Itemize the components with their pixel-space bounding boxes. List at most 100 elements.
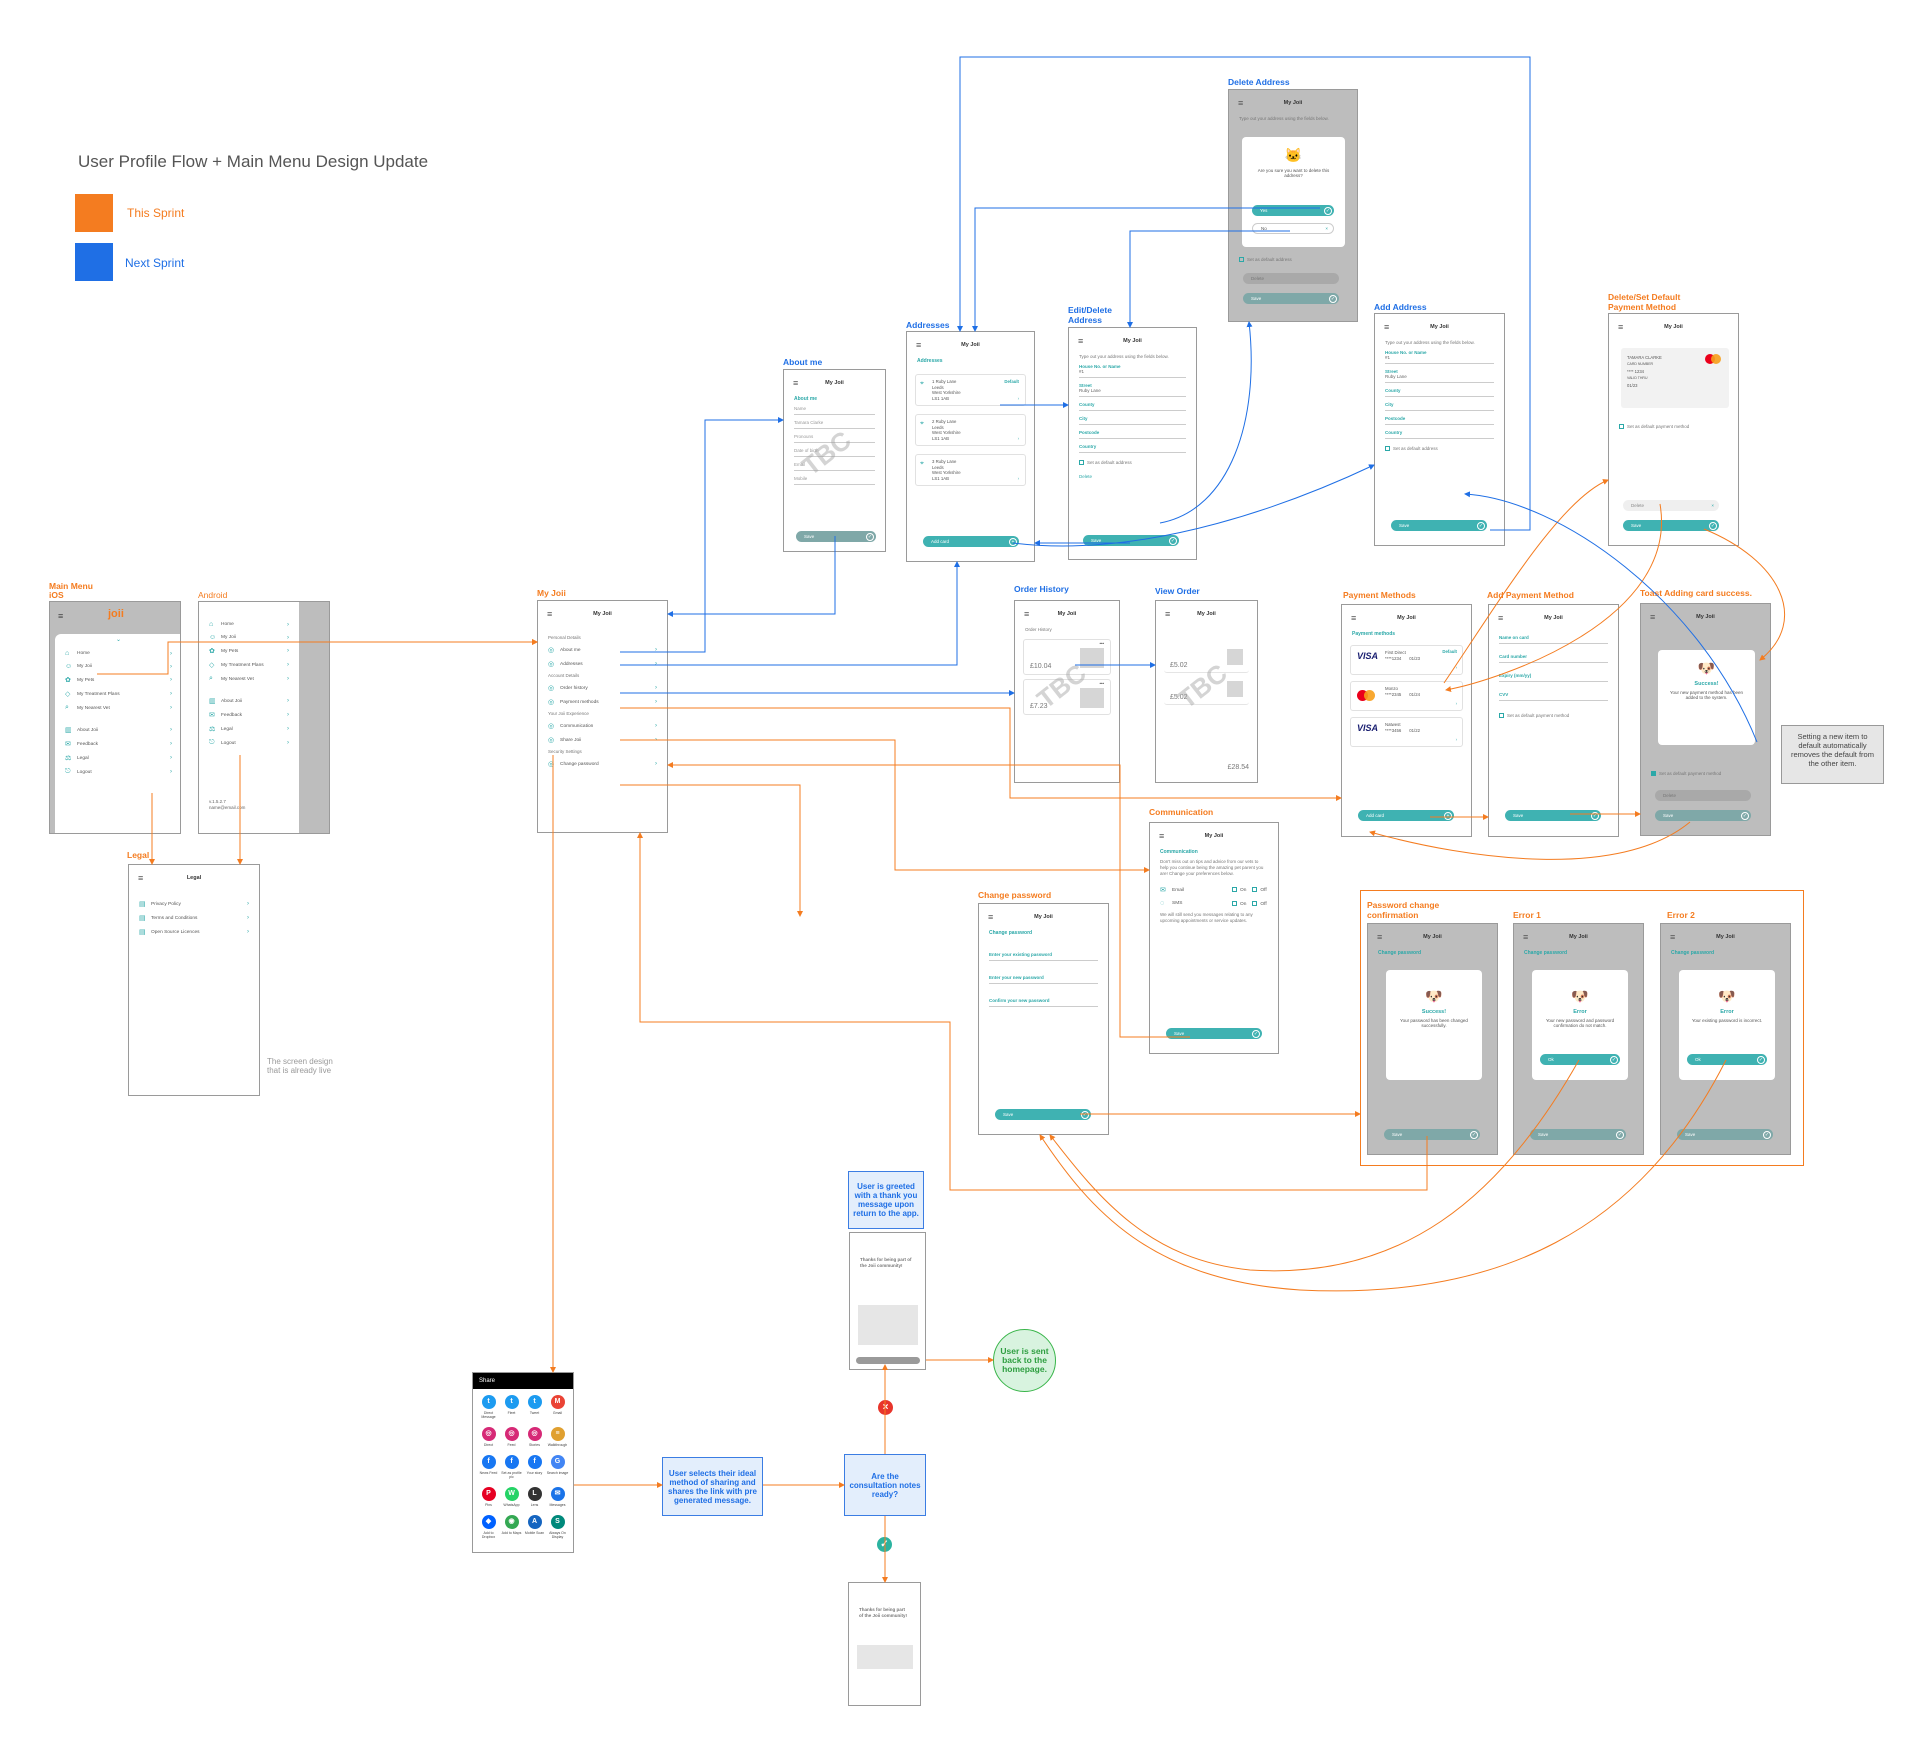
off-checkbox[interactable]: Off — [1252, 900, 1267, 906]
menu-item[interactable]: ☺My Joii› — [199, 631, 299, 644]
profile-field[interactable]: Pronouns — [794, 434, 875, 443]
hamburger-icon[interactable]: ≡ — [1351, 613, 1357, 623]
payment-field[interactable]: Card number — [1499, 654, 1608, 663]
hamburger-icon[interactable]: ≡ — [916, 340, 922, 350]
save-button[interactable]: Save✓ — [1530, 1129, 1626, 1140]
menu-item[interactable]: ▥About Joii› — [55, 723, 180, 737]
add-address-button[interactable]: Add card+ — [923, 536, 1019, 547]
hamburger-icon[interactable]: ≡ — [1165, 609, 1171, 619]
save-button[interactable]: Save✓ — [796, 531, 876, 542]
save-button[interactable]: Save✓ — [1677, 1129, 1773, 1140]
default-checkbox[interactable]: Set as default payment method — [1609, 422, 1699, 432]
hamburger-icon[interactable]: ≡ — [138, 873, 144, 883]
my-joii-item[interactable]: ◎Change password› — [538, 757, 667, 771]
payment-field[interactable]: Name on card — [1499, 635, 1608, 644]
my-joii-item[interactable]: ◎Share Joii› — [538, 733, 667, 747]
hamburger-icon[interactable]: ≡ — [1618, 322, 1624, 332]
menu-item[interactable]: ⌕My Nearest Vet› — [199, 672, 299, 686]
more-icon[interactable]: ••• — [1099, 641, 1104, 646]
save-button[interactable]: Save✓ — [1391, 520, 1487, 531]
menu-item[interactable]: ⎋Logout› — [199, 736, 299, 750]
share-app[interactable]: ◆Add to Dropbox — [477, 1515, 500, 1539]
menu-item[interactable]: ✉Feedback› — [55, 737, 180, 751]
menu-item[interactable]: ◇My Treatment Plans› — [55, 687, 180, 701]
legal-item[interactable]: ▤Open Source Licences› — [129, 925, 259, 939]
delete-link[interactable]: Delete — [1079, 474, 1093, 479]
menu-item[interactable]: ⌂Home› — [55, 647, 180, 660]
address-field[interactable]: House No. or Name#1 — [1079, 364, 1186, 378]
add-card-button[interactable]: Add card+ — [1358, 810, 1454, 821]
share-app[interactable]: ◎Feed — [500, 1427, 523, 1447]
save-button[interactable]: Save✓ — [1505, 810, 1601, 821]
my-joii-item[interactable]: ◎Order history› — [538, 681, 667, 695]
menu-item[interactable]: ⚖Legal› — [199, 722, 299, 736]
delete-button[interactable]: Delete — [1655, 790, 1751, 801]
menu-item[interactable]: ⎋Logout› — [55, 765, 180, 779]
profile-field[interactable]: Date of birth — [794, 448, 875, 457]
ok-button[interactable]: Ok✓ — [1540, 1054, 1620, 1065]
yes-button[interactable]: Yes✓ — [1252, 205, 1334, 216]
password-field[interactable]: Enter your new password — [989, 975, 1098, 984]
menu-item[interactable]: ☺My Joii› — [55, 660, 180, 673]
hamburger-icon[interactable]: ≡ — [1670, 932, 1676, 942]
address-field[interactable]: County — [1079, 402, 1186, 411]
password-field[interactable]: Enter your existing password — [989, 952, 1098, 961]
hamburger-icon[interactable]: ≡ — [793, 378, 799, 388]
menu-item[interactable]: ✉Feedback› — [199, 708, 299, 722]
my-joii-item[interactable]: ◎Addresses› — [538, 657, 667, 671]
share-app[interactable]: ✉Messages — [546, 1487, 569, 1507]
address-field[interactable]: Postcode — [1385, 416, 1494, 425]
hamburger-icon[interactable]: ≡ — [547, 609, 553, 619]
share-app[interactable]: ◉Add to Maps — [500, 1515, 523, 1539]
legal-item[interactable]: ▤Privacy Policy› — [129, 897, 259, 911]
profile-field[interactable]: Tamara Clarke — [794, 420, 875, 429]
save-button[interactable]: Save✓ — [995, 1109, 1091, 1120]
save-button[interactable]: Save✓ — [1083, 535, 1179, 546]
address-field[interactable]: City — [1385, 402, 1494, 411]
address-field[interactable]: House No. or Name#1 — [1385, 350, 1494, 364]
share-app[interactable]: ≡Walkthrough — [546, 1427, 569, 1447]
save-button[interactable]: Save✓ — [1384, 1129, 1480, 1140]
address-field[interactable]: Country — [1079, 444, 1186, 453]
delete-button[interactable]: Delete× — [1623, 500, 1719, 511]
payment-field[interactable]: CVV — [1499, 692, 1608, 701]
share-app[interactable]: ◎Stories — [523, 1427, 546, 1447]
chevron-down-icon[interactable]: ⌄ — [115, 637, 122, 643]
profile-field[interactable]: Mobile — [794, 476, 875, 485]
save-button[interactable]: Save✓ — [1655, 810, 1751, 821]
my-joii-item[interactable]: ◎Payment methods› — [538, 695, 667, 709]
hamburger-icon[interactable]: ≡ — [1523, 932, 1529, 942]
delete-button[interactable]: Delete — [1243, 273, 1339, 284]
default-checkbox[interactable]: Set as default payment method — [1489, 711, 1618, 721]
order-card[interactable]: £10.04••• — [1023, 639, 1111, 675]
save-button[interactable]: Save✓ — [1243, 293, 1339, 304]
save-button[interactable]: Save✓ — [1623, 520, 1719, 531]
address-field[interactable]: City — [1079, 416, 1186, 425]
profile-field[interactable]: Email — [794, 462, 875, 471]
save-button[interactable]: Save✓ — [1166, 1028, 1262, 1039]
menu-item[interactable]: ✿My Pets› — [55, 673, 180, 687]
my-joii-item[interactable]: ◎Communication› — [538, 719, 667, 733]
on-checkbox[interactable]: On — [1232, 887, 1246, 893]
ok-button[interactable]: Ok✓ — [1687, 1054, 1767, 1065]
off-checkbox[interactable]: Off — [1252, 887, 1267, 893]
continue-bar[interactable] — [856, 1357, 920, 1364]
default-checkbox[interactable]: Set as default address — [1069, 458, 1196, 468]
